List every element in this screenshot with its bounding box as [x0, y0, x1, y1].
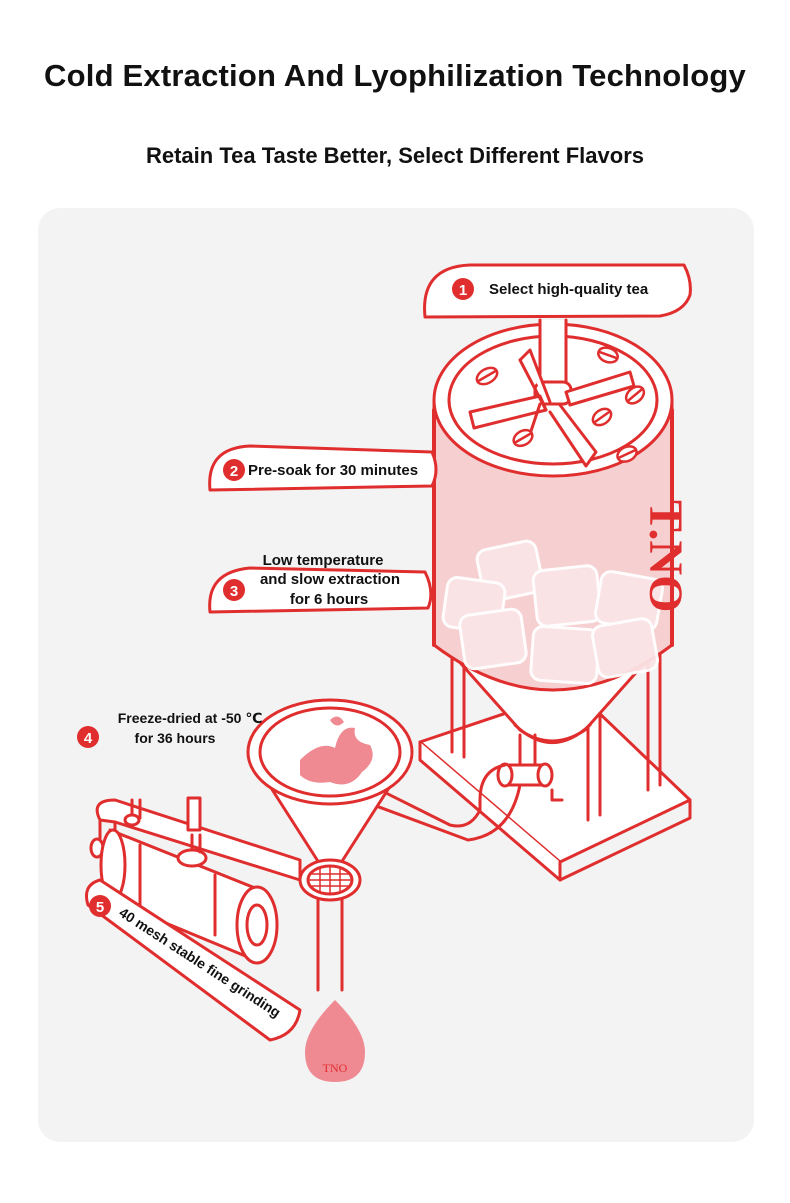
page-subtitle: Retain Tea Taste Better, Select Differen…	[145, 143, 645, 168]
step-1-text: Select high-quality tea	[489, 281, 649, 298]
step-3-line-2: and slow extraction	[260, 571, 400, 588]
ice-cubes	[441, 539, 664, 686]
powder-drop	[305, 1000, 365, 1082]
callout-shapes	[85, 263, 692, 1042]
step-4-line-1: Freeze-dried at -50 ℃	[118, 710, 263, 726]
step-badges: 1 2 3 4 5	[77, 278, 474, 917]
step-2-text: Pre-soak for 30 minutes	[248, 462, 418, 479]
tank-brand-mark: T.NO	[639, 500, 692, 612]
svg-text:3: 3	[230, 583, 238, 600]
tea-leaves	[475, 346, 646, 463]
stirrer	[468, 318, 636, 468]
grinder-machine	[89, 796, 302, 965]
svg-text:1: 1	[459, 282, 467, 299]
page-title: Cold Extraction And Lyophilization Techn…	[44, 58, 746, 93]
step-3-line-1: Low temperature	[263, 552, 384, 569]
step-4-line-2: for 36 hours	[135, 730, 216, 746]
svg-text:2: 2	[230, 463, 238, 480]
drop-brand-mark: TNO	[323, 1061, 348, 1075]
transfer-pipe	[358, 763, 522, 842]
tea-splash	[300, 727, 373, 785]
svg-text:5: 5	[96, 899, 104, 916]
mesh-filter	[298, 858, 362, 902]
svg-text:4: 4	[84, 730, 93, 747]
step-3-line-3: for 6 hours	[290, 591, 368, 608]
